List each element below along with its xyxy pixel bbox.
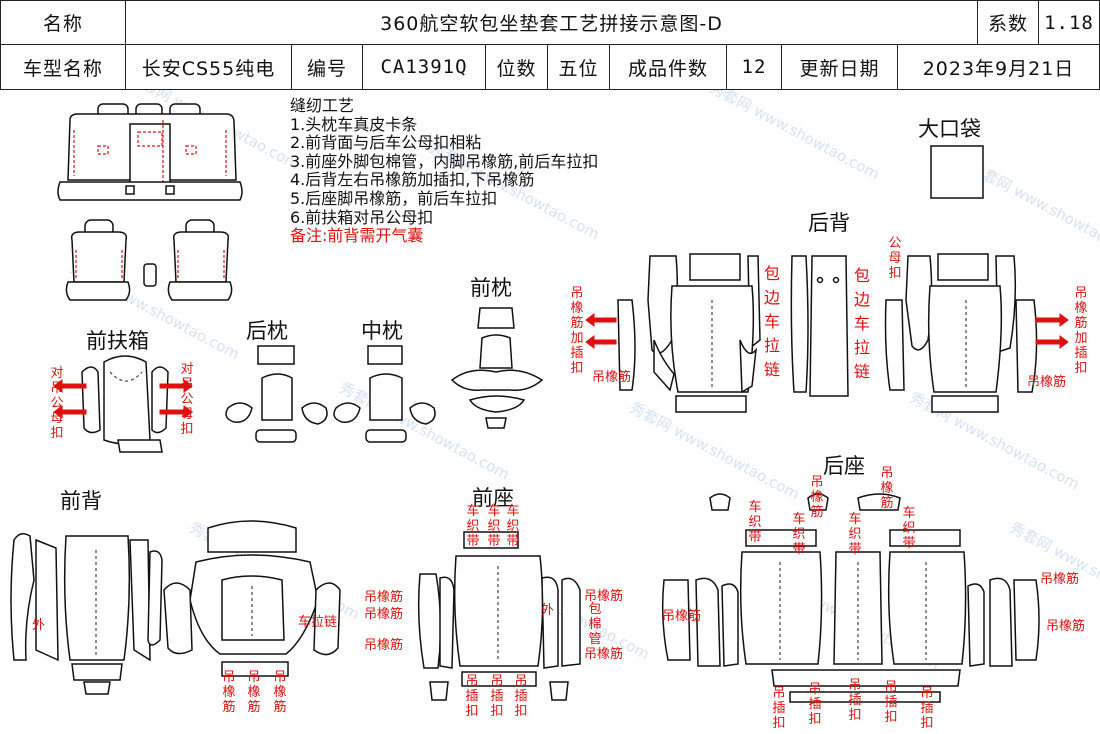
note-front-back-diaoxj-3: 吊橡筋	[273, 670, 287, 715]
note-item: 2.前背面与后车公母扣相粘	[290, 133, 482, 153]
note-front-seat-diaoxj-2: 吊橡筋	[364, 607, 404, 622]
note-armrest-left: 对吊公母扣	[50, 366, 64, 441]
note-rear-back-left-diao: 吊橡筋加插扣	[570, 286, 584, 376]
big-pocket-piece	[930, 145, 984, 199]
note-rear-seat-diaochakou-2: 吊插扣	[808, 682, 822, 727]
note-front-seat-diaochakou-2: 吊插扣	[490, 674, 504, 719]
model-label: 车型名称	[0, 44, 126, 90]
label-big-pocket: 大口袋	[918, 117, 981, 141]
note-rear-back-baobian-right: 包边车拉链	[853, 266, 870, 381]
pieces-value: 12	[726, 44, 782, 90]
note-front-seat-diaoxj-3: 吊橡筋	[364, 638, 404, 653]
attachment-arrows	[53, 313, 1069, 419]
label-rear-seat: 后座	[823, 454, 865, 478]
pieces-label: 成品件数	[609, 44, 727, 90]
note-rear-seat-diaoxj-right-1: 吊橡筋	[1040, 572, 1080, 587]
label-front-headrest: 前枕	[470, 276, 512, 300]
note-front-back-diaoxj-2: 吊橡筋	[247, 670, 261, 715]
note-item: 5.后座脚吊橡筋，前后车拉扣	[290, 188, 498, 208]
note-rear-back-gongmu: 公母扣	[888, 236, 902, 281]
notes-remark: 备注:前背需开气囊	[290, 226, 424, 246]
sewing-notes: 缝纫工艺 1.头枕车真皮卡条 2.前背面与后车公母扣相粘 3.前座外脚包棉管，内…	[290, 96, 599, 246]
note-rear-seat-chezhidai-2: 车织带	[792, 512, 806, 557]
reference-front-seats	[65, 219, 233, 301]
note-front-seat-diaoxj-right-2: 吊橡筋	[584, 647, 624, 662]
note-item: 3.前座外脚包棉管，内脚吊橡筋,前后车拉扣	[290, 151, 599, 171]
note-rear-seat-diaochakou-3: 吊插扣	[848, 678, 862, 723]
note-rear-seat-chezhidai-3: 车织带	[848, 512, 862, 557]
note-front-seat-diaoxj-right: 吊橡筋	[584, 589, 624, 604]
note-rear-seat-diaoxj-right-2: 吊橡筋	[1046, 619, 1086, 634]
note-rear-back-diaoxj-left: 吊橡筋	[592, 370, 632, 385]
note-front-seat-baomianguan: 包棉管	[588, 602, 602, 647]
note-front-seat-diaochakou-1: 吊插扣	[465, 674, 479, 719]
date-value: 2023年9月21日	[897, 44, 1100, 90]
name-label: 名称	[0, 0, 126, 45]
note-armrest-right: 对吊公母扣	[180, 362, 194, 437]
date-label: 更新日期	[781, 44, 898, 90]
note-front-seat-diaoxj-1: 吊橡筋	[364, 590, 404, 605]
coef-label: 系数	[977, 0, 1039, 45]
rear-headrest-pieces	[225, 345, 328, 443]
note-rear-seat-diaoxj-top-2: 吊橡筋	[880, 466, 894, 511]
front-seat-pieces	[417, 531, 581, 701]
code-value: CA1391Q	[362, 44, 486, 90]
seats-label: 位数	[485, 44, 548, 90]
front-headrest-pieces	[450, 307, 544, 429]
note-front-back-chelalian: 车拉链	[298, 615, 338, 630]
note-front-seat-chezhidai-3: 车织带	[506, 504, 520, 549]
front-back-pieces	[10, 520, 341, 695]
note-front-back-wai: 外	[32, 618, 46, 633]
note-rear-seat-diaochakou-5: 吊插扣	[920, 686, 934, 731]
model-value: 长安CS55纯电	[125, 44, 292, 90]
label-rear-back: 后背	[808, 211, 850, 235]
note-rear-back-baobian-left: 包边车拉链	[763, 264, 780, 379]
note-item: 4.后背左右吊橡筋加插扣,下吊橡筋	[290, 170, 535, 190]
seats-value: 五位	[547, 44, 610, 90]
note-rear-seat-diaochakou-1: 吊插扣	[772, 686, 786, 731]
note-item: 1.头枕车真皮卡条	[290, 114, 418, 134]
note-front-seat-diaochakou-3: 吊插扣	[514, 674, 528, 719]
note-rear-seat-chezhidai-1: 车织带	[748, 500, 762, 545]
reference-rear-bench	[57, 103, 243, 201]
note-front-back-diaoxj-1: 吊橡筋	[222, 670, 236, 715]
note-item: 6.前扶箱对吊公母扣	[290, 207, 434, 227]
front-armrest-pieces	[81, 355, 169, 453]
label-front-seat: 前座	[472, 486, 514, 510]
note-front-seat-wai: 外	[541, 603, 555, 618]
notes-title: 缝纫工艺	[290, 96, 355, 115]
label-front-armrest: 前扶箱	[86, 329, 149, 353]
label-rear-headrest: 后枕	[246, 319, 288, 343]
note-rear-seat-diaoxj-top: 吊橡筋	[810, 475, 824, 520]
note-front-seat-chezhidai-1: 车织带	[466, 504, 480, 549]
middle-headrest-pieces	[333, 345, 436, 443]
note-rear-back-right-diao: 吊橡筋加插扣	[1074, 286, 1088, 376]
rear-seat-pieces	[661, 493, 1040, 703]
note-rear-seat-diaochakou-4: 吊插扣	[884, 680, 898, 725]
label-front-back: 前背	[60, 489, 102, 513]
label-middle-headrest: 中枕	[361, 319, 403, 343]
rear-back-pieces	[617, 253, 1038, 413]
note-rear-seat-diaoxj-left: 吊橡筋	[662, 609, 702, 624]
note-rear-seat-chezhidai-4: 车织带	[902, 506, 916, 551]
note-front-seat-chezhidai-2: 车织带	[487, 504, 501, 549]
code-label: 编号	[291, 44, 363, 90]
note-rear-back-diaoxj-right: 吊橡筋	[1027, 375, 1067, 390]
